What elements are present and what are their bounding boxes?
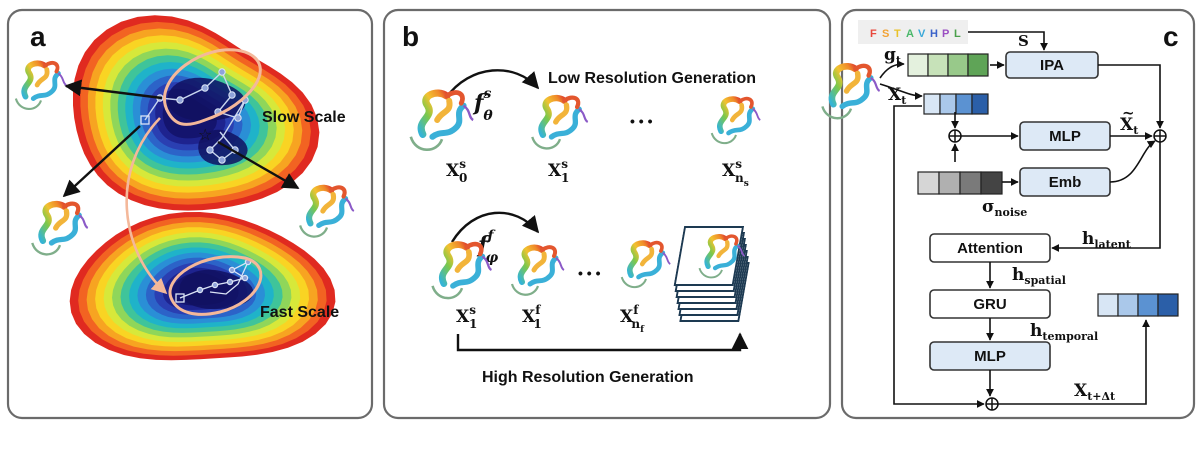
frame-stack xyxy=(673,226,750,322)
slow-scale-label: Slow Scale xyxy=(262,109,346,126)
plus3-to-output xyxy=(998,319,1150,405)
feature-cell xyxy=(947,53,969,77)
h-latent-label: hlatent xyxy=(1082,229,1132,251)
seq-to-ipa xyxy=(968,31,1048,51)
mlp-bottom-label: MLP xyxy=(974,348,1006,365)
feature-cell xyxy=(917,171,940,195)
x-t-label: Xt xyxy=(888,85,907,107)
noise-feature-vector xyxy=(917,171,1003,195)
feature-cell xyxy=(1157,293,1179,317)
h-temporal-label: htemporal xyxy=(1030,321,1098,343)
feature-cell xyxy=(1097,293,1119,317)
sequence-letter: H xyxy=(930,28,938,40)
plus-node-1 xyxy=(948,129,962,143)
feature-cell xyxy=(939,93,957,115)
fast-scale-ellipse xyxy=(168,255,263,316)
panel-c-letter: c xyxy=(1163,21,1179,52)
star-marker: ☆ xyxy=(198,125,212,144)
feature-cell xyxy=(967,53,989,77)
feature-cell xyxy=(927,53,949,77)
sequence-letter: F xyxy=(870,28,877,40)
output-feature-vector xyxy=(1097,293,1179,317)
high-res-return-arrow xyxy=(456,332,749,352)
feature-cell xyxy=(1137,293,1159,317)
g-feature-vector xyxy=(907,53,989,77)
mlp-top-label: MLP xyxy=(1049,128,1081,145)
x-skip-to-plus3 xyxy=(893,105,985,408)
panel-b-letter: b xyxy=(402,21,419,52)
protein-to-g xyxy=(879,60,905,79)
feature-cell xyxy=(923,93,941,115)
emb-to-plus2 xyxy=(1109,140,1156,183)
sequence-letter: A xyxy=(906,28,914,40)
ipa-to-plus2 xyxy=(1098,64,1164,129)
sigma-noise-label: σnoise xyxy=(982,197,1027,219)
sequence-letter: P xyxy=(942,28,949,40)
high-res-label: High Resolution Generation xyxy=(482,369,694,386)
feature-cell xyxy=(959,171,982,195)
s-label: S xyxy=(1018,32,1029,50)
arrow-to-protein-right xyxy=(217,140,300,190)
xtilde-label: Xt xyxy=(1120,115,1139,137)
x-feature-vector xyxy=(923,93,989,115)
h-spatial-label: hspatial xyxy=(1012,265,1066,287)
plus2-to-attention xyxy=(1051,142,1161,252)
feature-cell xyxy=(907,53,929,77)
protein-to-x xyxy=(879,83,923,100)
feature-cell xyxy=(955,93,973,115)
f-theta-arc xyxy=(445,69,540,99)
sequence-letter: T xyxy=(894,28,901,40)
feature-cell xyxy=(980,171,1003,195)
g-t-label: gt xyxy=(884,45,902,67)
sequence-letter: V xyxy=(918,28,926,40)
arrow-to-protein-topleft xyxy=(64,79,163,100)
xtilde-accent: ~ xyxy=(1122,104,1135,122)
pink-transition-arrow xyxy=(125,117,168,295)
dots-high: • • • xyxy=(578,265,601,281)
panel-a-letter: a xyxy=(30,21,46,52)
low-res-label: Low Resolution Generation xyxy=(548,70,756,87)
attention-label: Attention xyxy=(957,240,1023,257)
emb-label: Emb xyxy=(1049,174,1082,191)
energy-basin xyxy=(179,269,254,310)
f-phi-arc xyxy=(450,211,540,243)
slow-scale-ellipse xyxy=(163,48,262,126)
fast-scale-label: Fast Scale xyxy=(260,304,339,321)
sequence-letter: S xyxy=(882,28,889,40)
fast-trajectory xyxy=(175,258,252,303)
feature-cell xyxy=(1117,293,1139,317)
arrow-to-protein-left xyxy=(62,125,141,198)
sequence-letter: L xyxy=(954,28,961,40)
feature-cell xyxy=(938,171,961,195)
plus-node-2 xyxy=(1153,129,1167,143)
dots-low: • • • xyxy=(630,113,653,129)
plus-node-3 xyxy=(985,397,999,411)
ipa-label: IPA xyxy=(1040,57,1064,74)
feature-cell xyxy=(971,93,989,115)
x-out-label: Xt+Δt xyxy=(1074,381,1116,403)
sequence-strip xyxy=(858,20,968,44)
energy-basin xyxy=(198,129,248,166)
gru-label: GRU xyxy=(973,296,1006,313)
